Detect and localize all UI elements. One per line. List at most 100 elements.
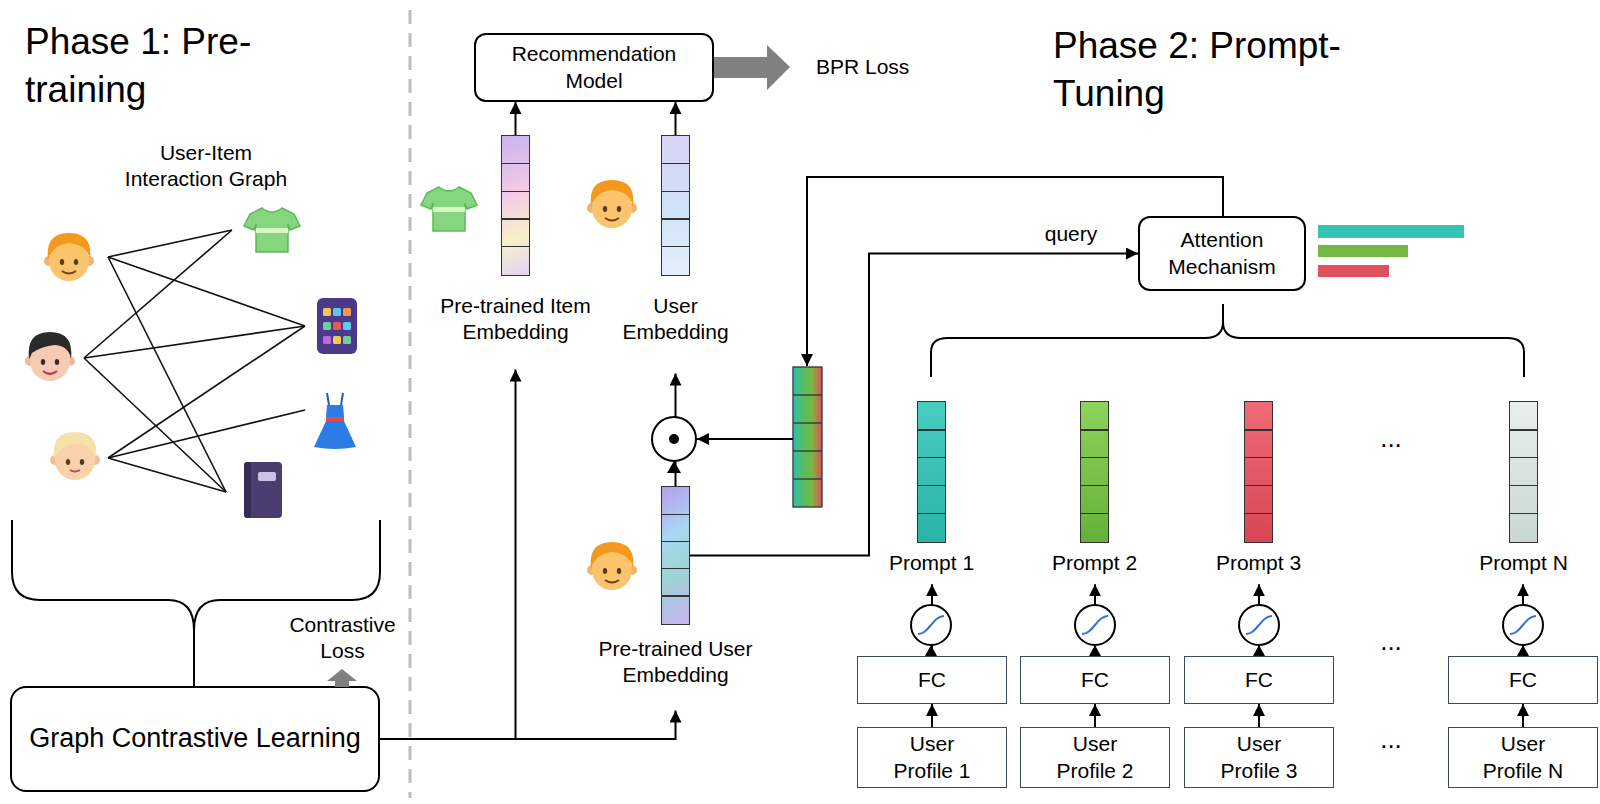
vector-label: User Embedding — [616, 293, 736, 346]
edge-label: query — [1041, 221, 1101, 247]
node-text: FC — [1189, 667, 1329, 693]
vector-cell-divider — [662, 541, 689, 542]
node-text: Recommendation Model — [494, 41, 694, 94]
ellipsis: ... — [1361, 725, 1421, 755]
loss-label: BPR Loss — [816, 54, 936, 80]
node-text: User Profile N — [1473, 731, 1573, 784]
vector-cell-divider — [662, 246, 689, 247]
ellipsis: ... — [1361, 424, 1421, 454]
process-box: Graph Contrastive Learning — [10, 686, 380, 792]
phase-divider — [409, 10, 412, 798]
section-label: User-Item Interaction Graph — [116, 140, 296, 193]
connector-arrow — [1094, 584, 1096, 656]
item-icon — [317, 298, 357, 354]
node-text: User Profile 3 — [1209, 731, 1309, 784]
process-box: Recommendation Model — [474, 33, 714, 102]
vector-cell-divider — [502, 191, 529, 192]
vector-cell-divider — [1081, 513, 1108, 514]
vector-cell-divider — [662, 514, 689, 515]
prompt-vector: Prompt 2 — [1080, 401, 1109, 543]
vector-cell-divider — [1510, 429, 1537, 430]
profile-box: User Profile N — [1448, 727, 1598, 788]
phase-title: Phase 1: Pre-training — [25, 18, 285, 114]
connector-arrow — [380, 370, 516, 740]
weighted-prompt-vector — [793, 367, 822, 507]
vector-label: Prompt 2 — [1040, 550, 1150, 576]
prompt-brace — [931, 304, 1524, 377]
prompt-vector: Prompt N — [1509, 401, 1538, 543]
embedding-vector: User Embedding — [661, 135, 690, 276]
profile-box: User Profile 1 — [857, 727, 1007, 788]
vector-cell-divider — [662, 163, 689, 164]
node-text: FC — [1453, 667, 1593, 693]
attention-weight-bars — [1318, 225, 1464, 277]
vector-cell-divider — [662, 568, 689, 569]
user-icon — [587, 180, 637, 228]
node-text: FC — [1025, 667, 1165, 693]
vector-cell-divider — [1245, 429, 1272, 430]
user-icon — [25, 332, 75, 381]
vector-cell-divider — [1081, 485, 1108, 486]
vector-cell-divider — [502, 218, 529, 219]
vector-cell-divider — [1510, 457, 1537, 458]
vector-cell-divider — [1245, 457, 1272, 458]
connector-arrow — [1522, 704, 1524, 727]
connector-arrow — [1094, 704, 1096, 727]
connector-arrow — [1258, 704, 1260, 727]
user-icon — [50, 432, 100, 480]
node-text: Attention Mechanism — [1152, 227, 1292, 280]
vector-label: Prompt 1 — [877, 550, 987, 576]
vector-cell-divider — [918, 429, 945, 430]
fc-layer-box: FC — [1448, 656, 1598, 704]
connector-arrow — [690, 254, 1138, 556]
vector-cell-divider — [918, 485, 945, 486]
vector-cell-divider — [918, 513, 945, 514]
vector-cell-divider — [1245, 485, 1272, 486]
user-icon — [587, 542, 637, 590]
profile-box: User Profile 3 — [1184, 727, 1334, 788]
prompt-vector: Prompt 1 — [917, 401, 946, 543]
vector-cell-divider — [502, 246, 529, 247]
node-text: User Profile 2 — [1045, 731, 1145, 784]
vector-cell-divider — [662, 191, 689, 192]
vector-label: Pre-trained Item Embedding — [426, 293, 606, 346]
item-icon — [314, 393, 356, 449]
interaction-edges — [84, 230, 305, 492]
vector-cell-divider — [1510, 513, 1537, 514]
sigmoid-symbol — [1075, 605, 1115, 656]
loss-arrow — [714, 45, 790, 90]
vector-label: Prompt N — [1469, 550, 1579, 576]
connector-arrow — [675, 374, 677, 487]
connector-arrow — [675, 102, 677, 135]
vector-cell-divider — [662, 595, 689, 596]
fc-layer-box: FC — [1020, 656, 1170, 704]
process-box: Attention Mechanism — [1138, 216, 1306, 291]
sigmoid-symbol — [1503, 605, 1543, 656]
loss-label: Contrastive Loss — [280, 612, 405, 665]
vector-cell-divider — [1081, 457, 1108, 458]
profile-box: User Profile 2 — [1020, 727, 1170, 788]
item-icon — [244, 462, 282, 518]
prompt-to-product-line — [697, 438, 793, 440]
vector-cell-divider — [662, 218, 689, 219]
node-text: Graph Contrastive Learning — [15, 722, 375, 756]
connector-arrow — [1258, 584, 1260, 656]
user-icon — [44, 233, 94, 281]
vector-cell-divider — [1510, 485, 1537, 486]
vector-cell-divider — [502, 163, 529, 164]
node-text: User Profile 1 — [882, 731, 982, 784]
node-text: FC — [862, 667, 1002, 693]
elementwise-product-symbol — [652, 417, 696, 473]
ellipsis: ... — [1361, 627, 1421, 657]
embedding-vector: Pre-trained Item Embedding — [501, 135, 530, 276]
phase-title: Phase 2: Prompt-Tuning — [1053, 22, 1353, 118]
embedding-vector: Pre-trained User Embedding — [661, 486, 690, 625]
vector-cell-divider — [1245, 513, 1272, 514]
vector-cell-divider — [918, 457, 945, 458]
vector-cell-divider — [1081, 429, 1108, 430]
item-icon — [421, 187, 477, 231]
connector-arrow — [1522, 584, 1524, 656]
